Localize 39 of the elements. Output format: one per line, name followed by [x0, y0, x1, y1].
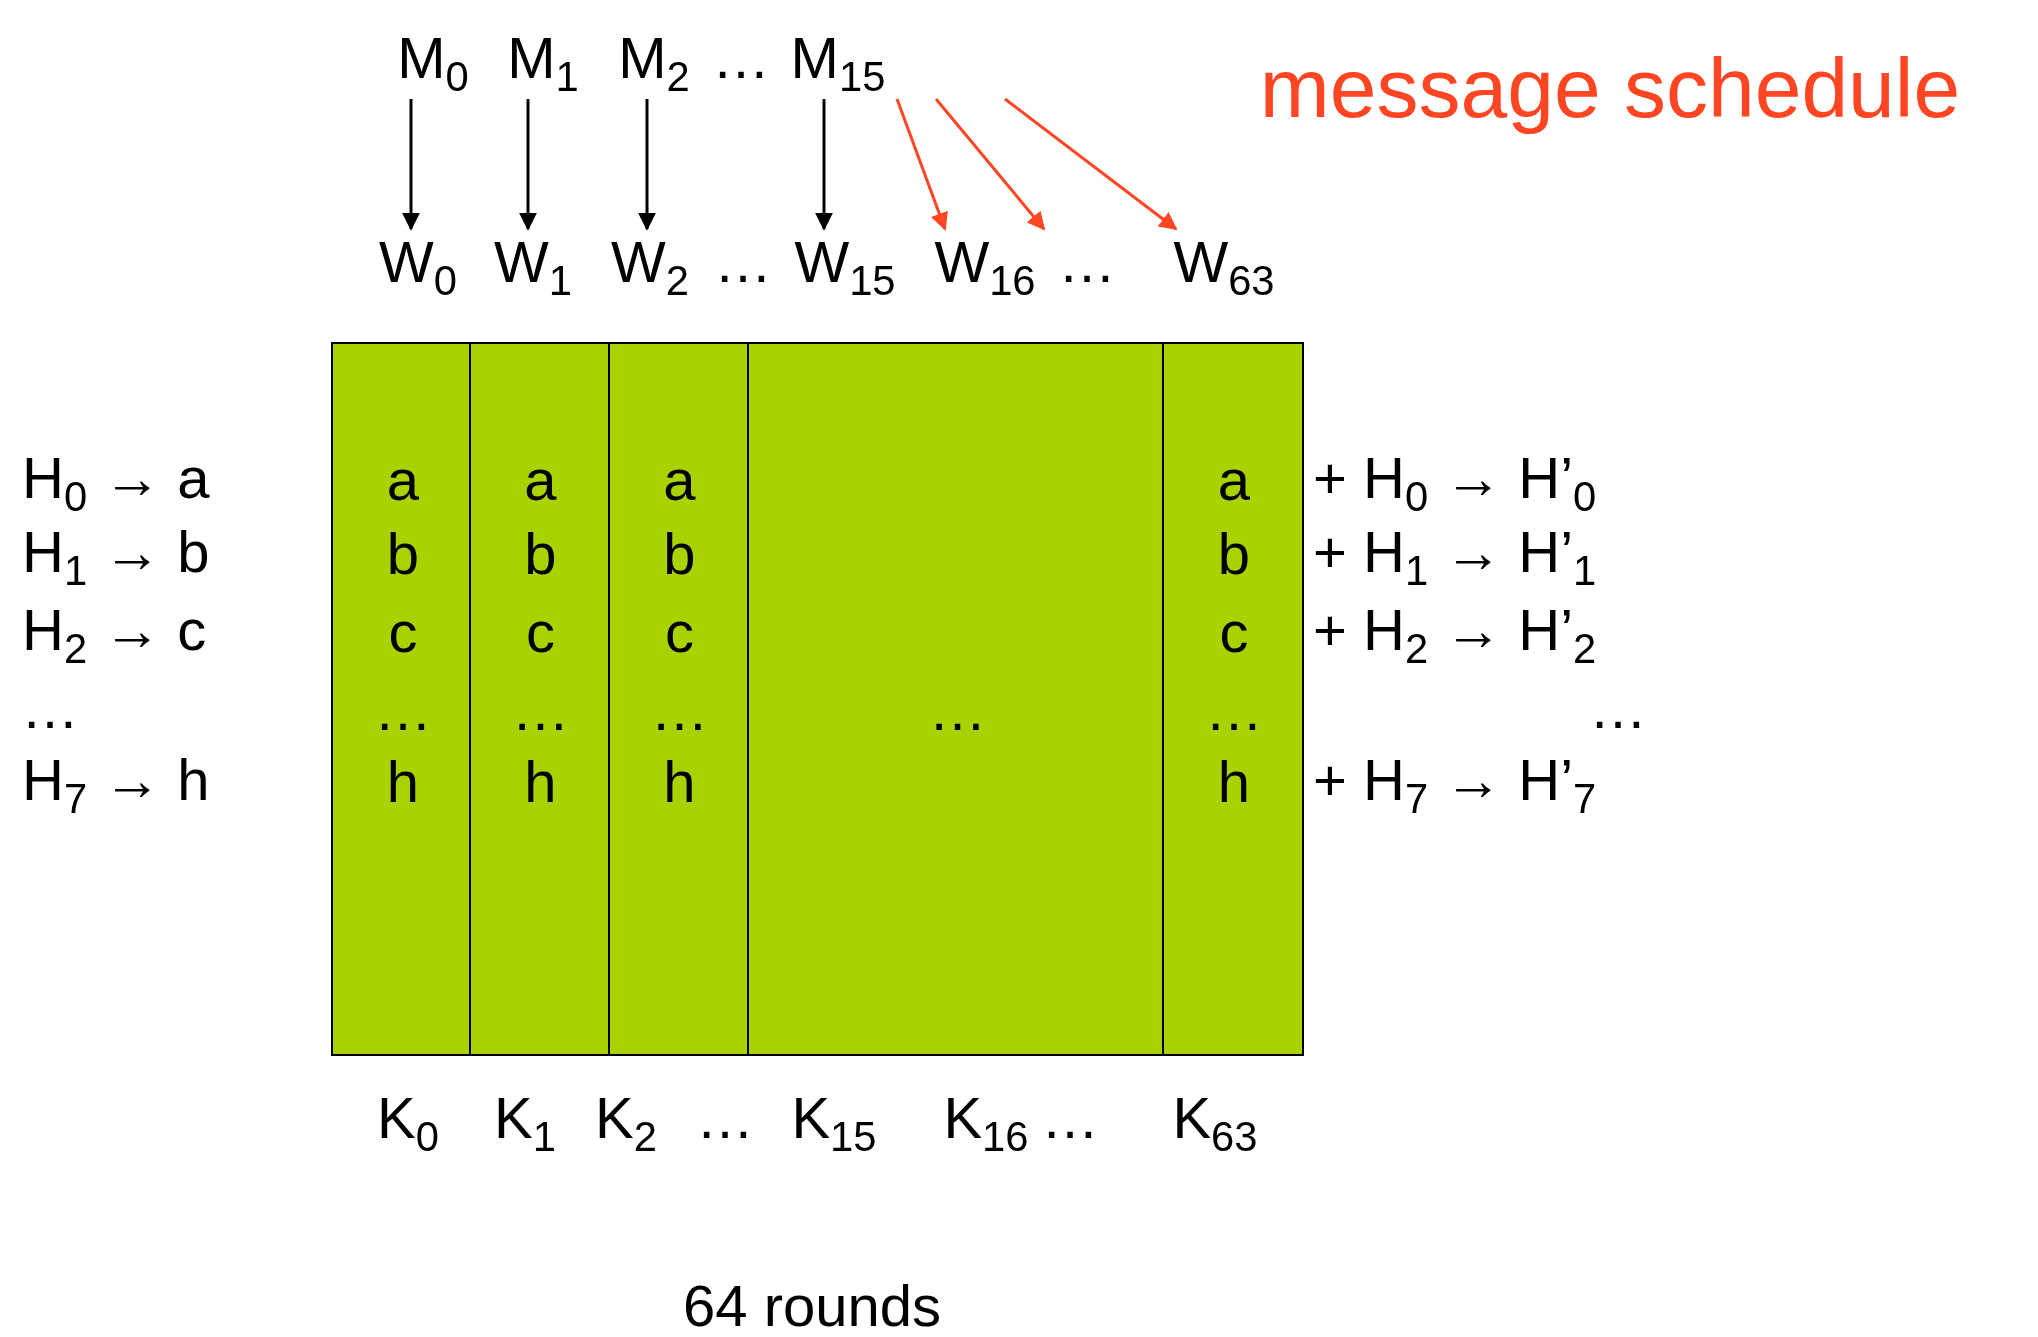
variable-label: h [1217, 753, 1251, 811]
round-column [608, 342, 749, 1056]
variable-label: a [663, 451, 696, 509]
variable-label: b [524, 525, 557, 583]
variable-label: … [374, 681, 432, 739]
variable-label: c [388, 603, 418, 661]
text-label: … [712, 29, 770, 87]
variable-label: b [663, 525, 696, 583]
text-label: … [21, 679, 79, 737]
variable-label: c [526, 603, 555, 661]
variable-label: … [511, 681, 570, 739]
round-column [469, 342, 610, 1056]
variable-label: … [650, 681, 709, 739]
arrow [638, 99, 656, 231]
variable-label: … [1058, 233, 1116, 291]
variable-label: … [1205, 681, 1263, 739]
arrow [402, 99, 420, 231]
variable-label: c [1219, 603, 1249, 661]
variable-label: a [1217, 451, 1251, 509]
round-column [1162, 342, 1304, 1056]
text-label: … [714, 233, 772, 291]
variable-label: a [524, 451, 557, 509]
variable-label: h [663, 753, 696, 811]
variable-label: … [928, 681, 987, 739]
arrow [519, 99, 537, 231]
text-label: … [1041, 1089, 1099, 1147]
arrow [1004, 97, 1178, 231]
variable-label: b [386, 525, 420, 583]
arrow [895, 98, 948, 231]
variable-label: c [665, 603, 694, 661]
text-label: 64 rounds [683, 1277, 941, 1335]
variable-label: h [386, 753, 420, 811]
text-label: … [1589, 679, 1647, 737]
variable-label: b [1217, 525, 1251, 583]
arrow [934, 98, 1046, 231]
variable-label: h [524, 753, 557, 811]
arrow [815, 99, 833, 231]
text-label: … [696, 1089, 754, 1147]
variable-label: a [386, 451, 420, 509]
